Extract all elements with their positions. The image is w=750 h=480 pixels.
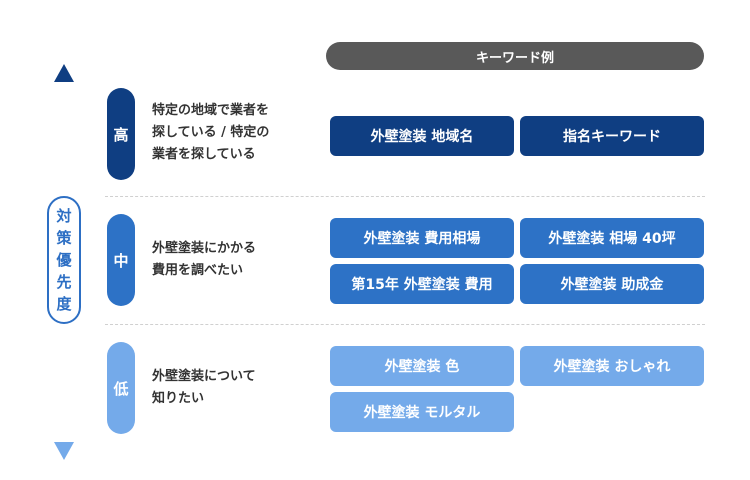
keyword-chip: 外壁塗装 おしゃれ [520,346,704,386]
description-line: 外壁塗装にかかる [152,241,257,256]
axis-label-char: 先 [56,273,72,291]
axis-label-char: 策 [56,229,72,247]
level-badge-low: 低 [107,342,135,434]
description-line: 探している / 特定の [152,125,270,140]
axis-label-char: 度 [56,295,72,313]
keyword-chip: 第15年 外壁塗装 費用 [330,264,514,304]
axis-label-char: 優 [56,251,72,269]
description-line: 外壁塗装について [152,369,256,384]
level-description-mid: 外壁塗装にかかる 費用を調べたい [152,238,302,282]
description-line: 業者を探している [152,147,256,162]
arrow-down-icon [54,442,74,460]
level-divider [105,324,705,325]
keyword-chip: 外壁塗装 地域名 [330,116,514,156]
description-line: 知りたい [152,391,205,406]
keyword-chip: 指名キーワード [520,116,704,156]
level-badge-mid: 中 [107,214,135,306]
level-description-high: 特定の地域で業者を 探している / 特定の 業者を探している [152,100,302,166]
axis-label-char: 対 [56,207,72,225]
level-badge-high: 高 [107,88,135,180]
level-divider [105,196,705,197]
keyword-chip: 外壁塗装 モルタル [330,392,514,432]
description-line: 特定の地域で業者を [152,103,270,118]
keyword-chip: 外壁塗装 相場 40坪 [520,218,704,258]
keyword-chip: 外壁塗装 助成金 [520,264,704,304]
priority-axis-label: 対 策 優 先 度 [47,196,81,324]
keyword-examples-header: キーワード例 [326,42,704,70]
level-description-low: 外壁塗装について 知りたい [152,366,302,410]
keyword-chip: 外壁塗装 費用相場 [330,218,514,258]
arrow-up-icon [54,64,74,82]
description-line: 費用を調べたい [152,263,244,278]
keyword-chip: 外壁塗装 色 [330,346,514,386]
